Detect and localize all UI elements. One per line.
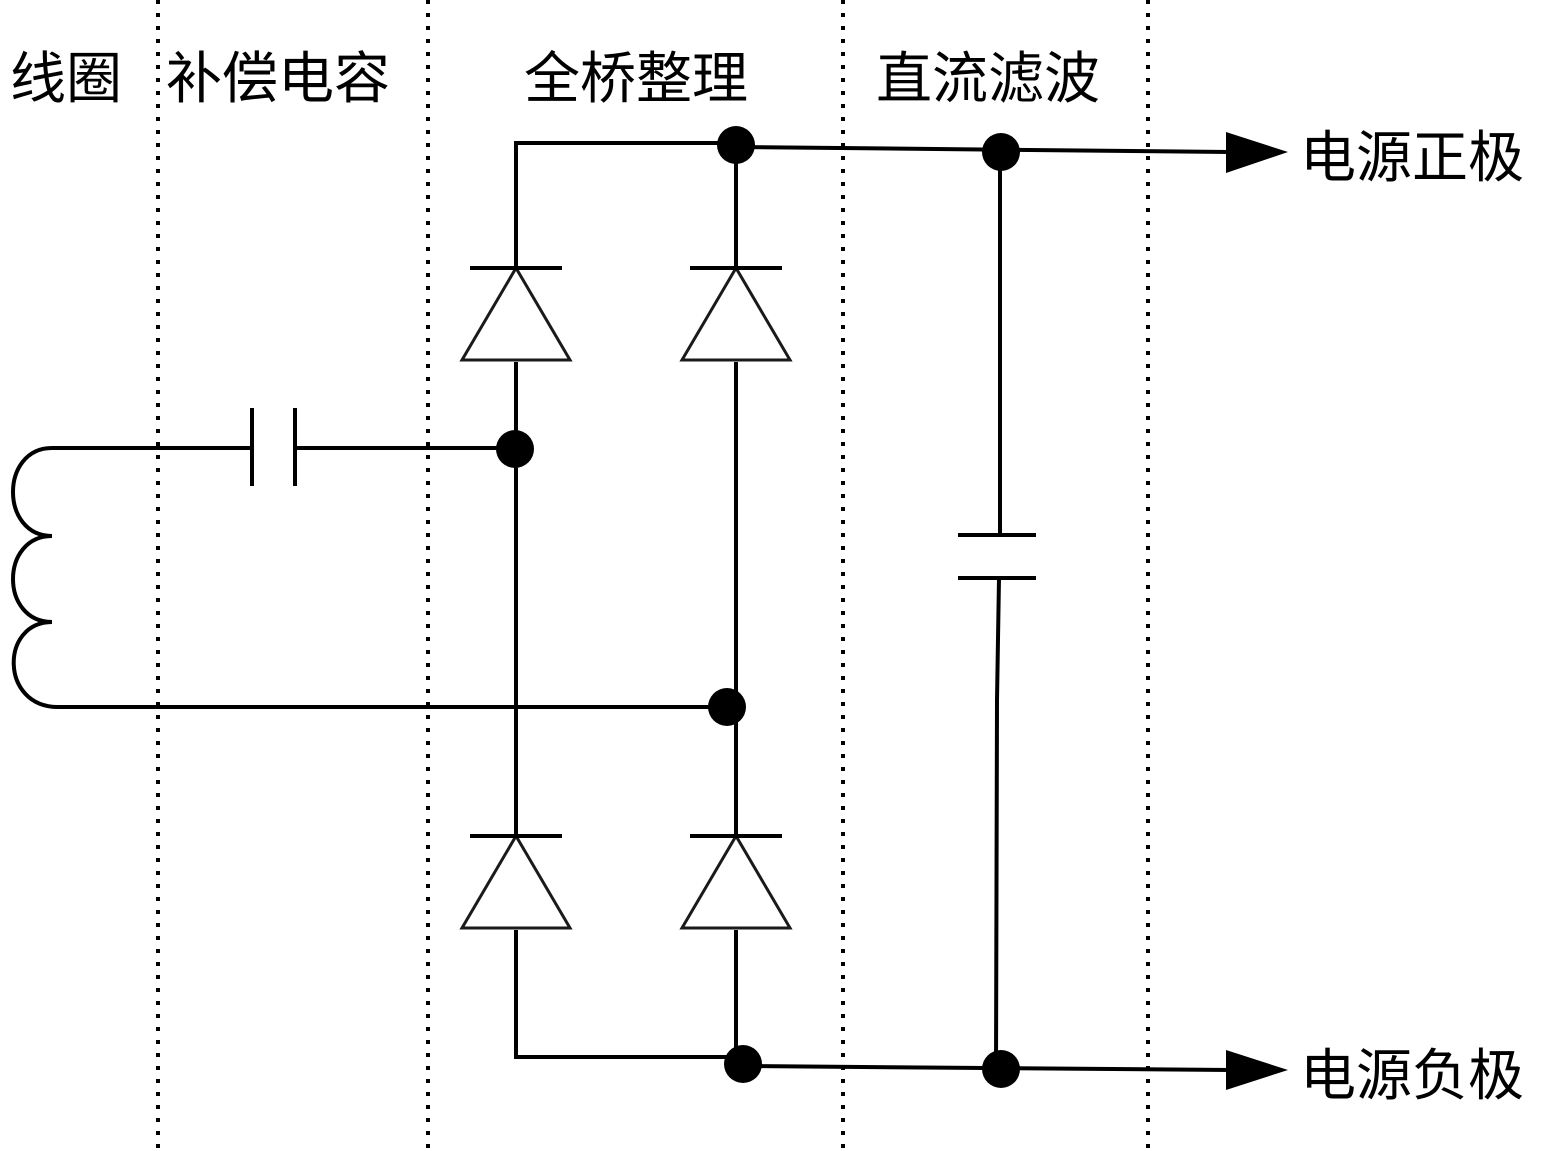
arrow-negative-output: [1226, 1050, 1288, 1090]
wire-bridge-left-top: [514, 141, 736, 268]
diode-top-right: [679, 265, 793, 362]
junction-filter-top: [982, 133, 1020, 171]
junction-bridge-right: [708, 688, 746, 726]
coil-inductor: [11, 446, 59, 709]
label-compensation-capacitor: 补偿电容: [166, 47, 390, 112]
junction-bridge-top: [717, 126, 755, 164]
label-positive-output: 电源正极: [1300, 126, 1524, 191]
junction-bridge-bottom: [724, 1045, 762, 1083]
label-coil: 线圈: [10, 47, 122, 112]
diode-top-left: [459, 265, 573, 362]
wire-bridge-left-bottom: [514, 930, 743, 1059]
diode-bottom-right: [679, 833, 793, 930]
wire-filter-bottom: [994, 577, 1001, 1071]
label-negative-output: 电源负极: [1300, 1044, 1524, 1109]
label-dc-filter: 直流滤波: [876, 47, 1100, 112]
arrow-positive-output: [1226, 132, 1288, 173]
diode-bottom-left: [459, 833, 573, 930]
label-full-bridge-rectifier: 全桥整理: [524, 47, 748, 112]
junction-filter-bottom: [982, 1050, 1020, 1088]
junction-bridge-left: [496, 430, 534, 468]
